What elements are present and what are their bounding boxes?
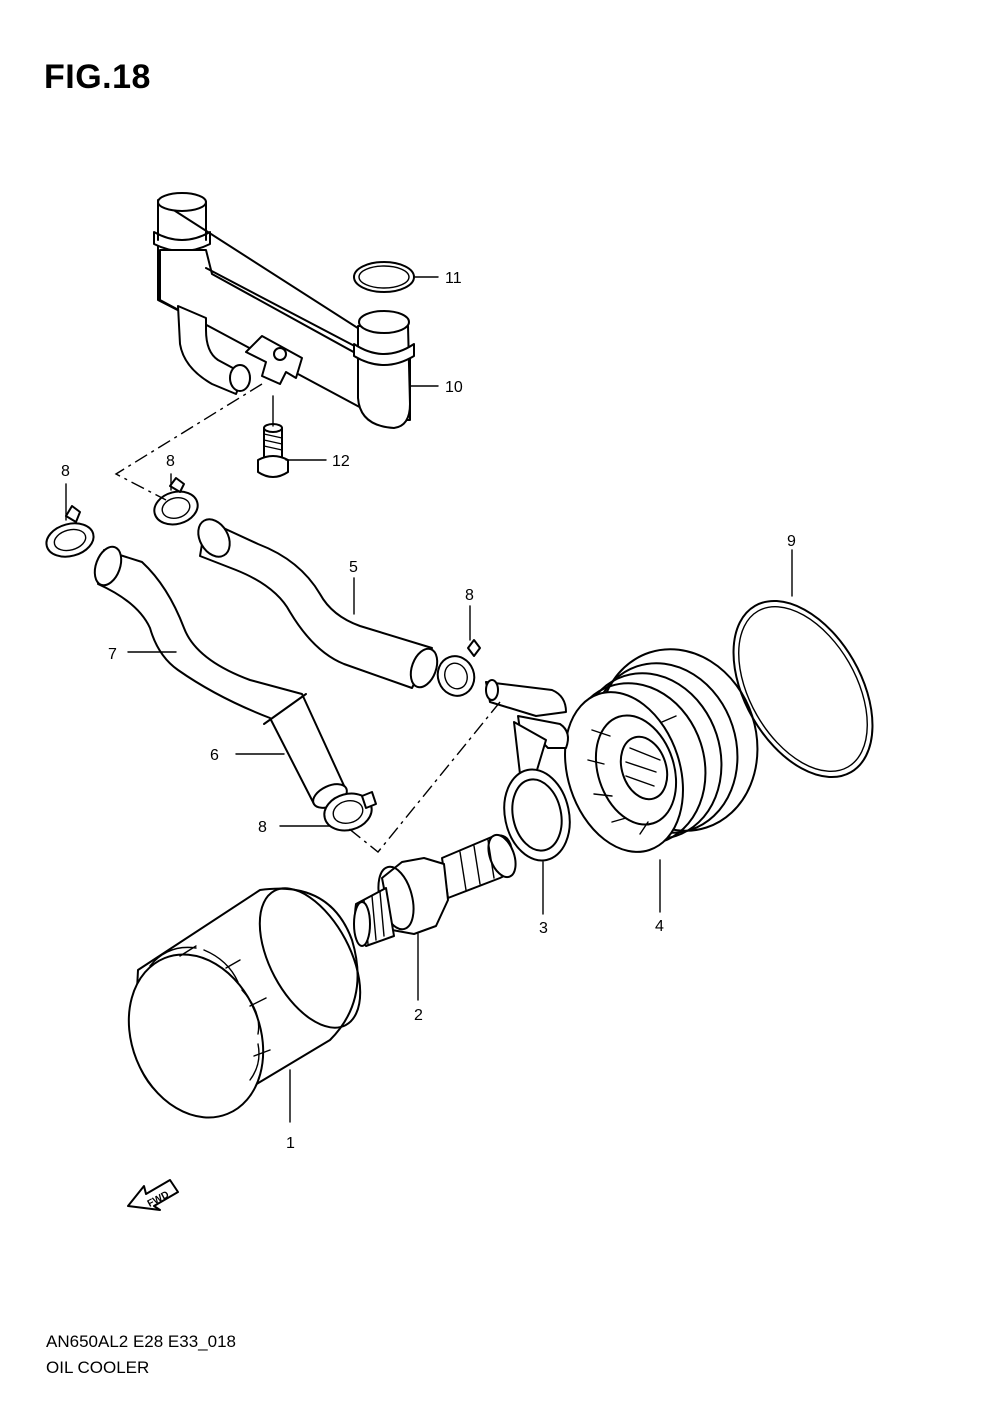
fwd-arrow-icon: FWD — [127, 1179, 179, 1211]
callout-3: 3 — [539, 920, 548, 937]
hose-clamp-part-c — [436, 639, 481, 697]
callout-10: 10 — [445, 379, 463, 396]
cooler-o-ring-part — [732, 599, 874, 779]
hose-6-7-part — [93, 545, 348, 809]
hose-clamp-part-d — [323, 791, 377, 832]
bolt-part — [257, 423, 289, 478]
washer-part — [503, 768, 571, 862]
callout-6: 6 — [210, 747, 219, 764]
callout-1: 1 — [286, 1135, 295, 1152]
callout-8: 8 — [166, 453, 175, 470]
callout-8: 8 — [61, 463, 70, 480]
callout-12: 12 — [332, 453, 350, 470]
hose-clamp-part-a — [45, 505, 95, 558]
oil-pipe-part — [153, 192, 415, 429]
callout-8: 8 — [258, 819, 267, 836]
oil-filter-part — [127, 887, 362, 1119]
figure-title: FIG.18 — [44, 58, 151, 96]
o-ring-part — [353, 261, 415, 293]
callout-2: 2 — [414, 1007, 423, 1024]
hose-5-part — [197, 518, 439, 689]
figure-code: AN650AL2 E28 E33_018 — [46, 1332, 236, 1351]
figure-name: OIL COOLER — [46, 1358, 150, 1377]
callout-4: 4 — [655, 918, 664, 935]
callout-7: 7 — [108, 646, 117, 663]
union-bolt-part — [353, 833, 517, 947]
leader-lines — [65, 276, 793, 1123]
oil-cooler-part — [485, 648, 759, 853]
assembly-guide-lines — [114, 383, 501, 853]
callout-5: 5 — [349, 559, 358, 576]
callout-11: 11 — [445, 270, 462, 287]
hose-clamp-part-b — [153, 477, 199, 526]
callout-8: 8 — [465, 587, 474, 604]
callout-9: 9 — [787, 533, 796, 550]
